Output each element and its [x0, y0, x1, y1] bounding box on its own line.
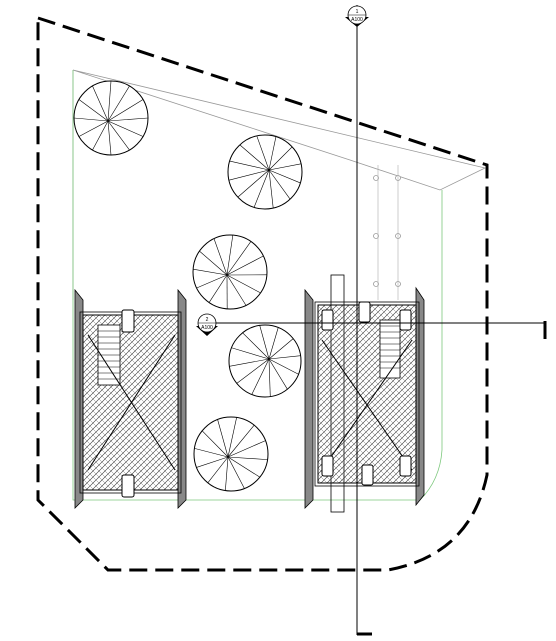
building-left — [74, 288, 187, 509]
fixture-icon — [361, 464, 374, 486]
stair — [379, 319, 401, 379]
diagonal-bracing — [87, 334, 176, 471]
section-marker-number: 2 — [206, 317, 209, 323]
tree-group — [73, 80, 303, 492]
building-wall-right — [415, 286, 425, 507]
fixture-icon — [399, 455, 412, 477]
circular-tree-icon — [193, 416, 269, 492]
circular-tree-icon — [228, 324, 302, 398]
fixture-icon — [399, 309, 412, 331]
property-boundary — [36, 15, 489, 572]
fixture-icon — [358, 301, 371, 323]
building-floor — [82, 314, 179, 491]
circular-tree-icon — [73, 80, 149, 156]
fixture-icon — [121, 474, 135, 498]
building-wall-left — [304, 288, 314, 509]
section-marker-1[interactable]: 1 A100 — [345, 5, 369, 27]
fixture-icon — [321, 455, 334, 477]
building-wall-left — [74, 288, 84, 509]
circular-tree-icon — [192, 234, 268, 310]
section-marker-number: 1 — [356, 9, 359, 15]
section-marker-2[interactable]: 2 A100 — [196, 313, 218, 336]
diagonal-bracing — [321, 339, 413, 471]
section-marker-sheet: A100 — [201, 325, 213, 331]
section-marker-sheet: A100 — [351, 17, 363, 23]
fixture-icon — [321, 309, 334, 331]
circular-tree-icon — [227, 134, 303, 210]
building-wall-right — [177, 288, 187, 509]
circle-dot-icon — [373, 233, 379, 239]
bollard-group — [373, 175, 401, 287]
site-outline — [72, 69, 487, 191]
fixture-icon — [121, 309, 135, 333]
stair-treads — [380, 325, 400, 369]
circle-dot-icon — [373, 175, 379, 181]
building-right — [304, 274, 425, 513]
circle-dot-icon — [373, 281, 379, 287]
